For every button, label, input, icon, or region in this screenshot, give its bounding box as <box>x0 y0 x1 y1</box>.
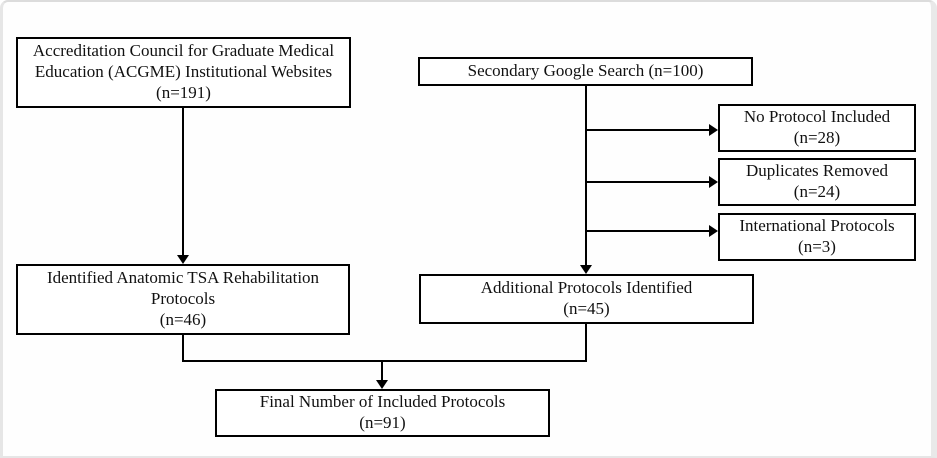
node-acgme-websites: Accreditation Council for Graduate Medic… <box>16 37 351 108</box>
node-international-count: (n=3) <box>798 237 836 256</box>
node-duplicates-count: (n=24) <box>793 182 841 201</box>
node-google-label: Secondary Google Search (n=100) <box>467 61 704 81</box>
node-international-protocols: International Protocols (n=3) <box>718 213 916 261</box>
arrowhead-down-icon <box>177 255 189 264</box>
node-additional-label: Additional Protocols Identified <box>480 278 693 298</box>
connector-google-to-additional <box>585 86 587 266</box>
connector-identified-drop <box>182 335 184 362</box>
node-additional-count: (n=45) <box>563 299 610 318</box>
node-duplicates-removed: Duplicates Removed (n=24) <box>718 158 916 206</box>
arrowhead-down-icon <box>376 380 388 389</box>
connector-acgme-to-identified <box>182 108 184 257</box>
node-acgme-count: (n=191) <box>156 82 211 102</box>
connector-google-to-international <box>586 230 710 232</box>
connector-additional-drop <box>585 324 587 362</box>
connector-google-to-duplicates <box>586 181 710 183</box>
node-identified-label: Identified Anatomic TSA Rehabilitation P… <box>46 268 320 309</box>
node-final-label: Final Number of Included Protocols <box>259 392 506 412</box>
node-final-count: (n=91) <box>359 413 406 432</box>
arrowhead-right-icon <box>709 225 718 237</box>
connector-merge-to-final <box>381 360 383 382</box>
node-acgme-label: Accreditation Council for Graduate Medic… <box>32 41 335 82</box>
arrowhead-down-icon <box>580 265 592 274</box>
node-duplicates-label: Duplicates Removed <box>745 161 889 181</box>
node-no-protocol-included: No Protocol Included (n=28) <box>718 104 916 152</box>
node-international-label: International Protocols <box>739 216 895 236</box>
node-identified-protocols: Identified Anatomic TSA Rehabilitation P… <box>16 264 350 335</box>
arrowhead-right-icon <box>709 176 718 188</box>
node-identified-count: (n=46) <box>159 309 207 329</box>
node-google-search: Secondary Google Search (n=100) <box>418 57 753 86</box>
node-no-protocol-label: No Protocol Included <box>743 107 891 127</box>
node-no-protocol-count: (n=28) <box>793 128 841 147</box>
arrowhead-right-icon <box>709 124 718 136</box>
node-final-protocols: Final Number of Included Protocols (n=91… <box>215 389 550 437</box>
node-additional-protocols: Additional Protocols Identified (n=45) <box>419 274 754 324</box>
connector-merge-horizontal <box>182 360 587 362</box>
connector-google-to-no-protocol <box>586 129 710 131</box>
